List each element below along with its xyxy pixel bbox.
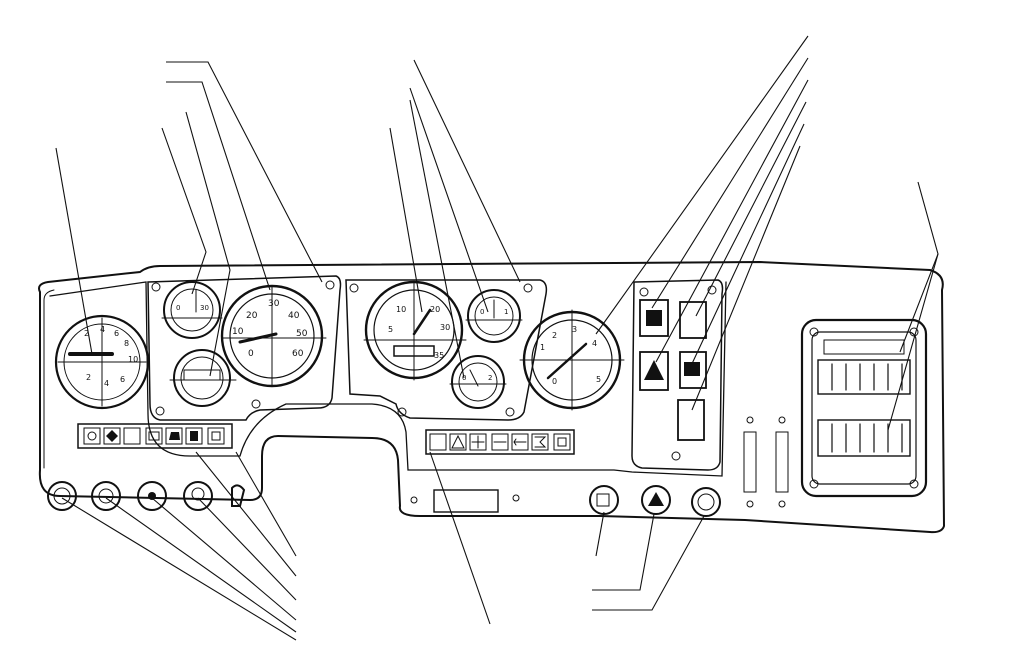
gauge-small-bottom-1 — [169, 349, 237, 407]
speedometer: 20 30 10 40 0 50 60 — [220, 284, 327, 388]
right-switch-housing — [631, 279, 724, 471]
tacho-tick: 20 — [430, 305, 440, 314]
tacho-tick: 5 — [388, 325, 393, 334]
gauge-right-tick: 5 — [596, 375, 601, 384]
gauge-left-large: 2 4 6 8 10 6 4 2 — [54, 314, 150, 410]
gauge-left-tick: 4 — [100, 325, 105, 334]
center-cluster-housing — [345, 279, 548, 421]
gauge-right-tick: 1 — [540, 343, 545, 352]
gauge-left-tick: 10 — [128, 355, 138, 364]
gauge-right-tick: 4 — [592, 339, 597, 348]
center-lamp-strip — [425, 429, 575, 455]
gauge-left-tick: 6 — [114, 329, 119, 338]
switch-panel — [639, 299, 707, 441]
gauge-right-tick: 2 — [552, 331, 557, 340]
gauge-tick: 2 — [488, 374, 492, 382]
gauge-left-tick: 2 — [84, 329, 89, 338]
gauge-small-bottom-2: 0 2 — [449, 355, 507, 409]
gauge-right-tick: 0 — [552, 377, 557, 386]
gauge-small-top-1: 0 30 — [161, 281, 223, 339]
tacho-tick: 10 — [396, 305, 406, 314]
tacho-tick: 30 — [440, 323, 450, 332]
speedo-tick: 40 — [288, 311, 300, 321]
left-cluster-housing — [147, 275, 342, 421]
gauge-right-large: 2 3 4 5 1 0 — [519, 309, 625, 411]
screw — [512, 494, 520, 502]
gauge-left-tick: 8 — [124, 339, 129, 348]
fuse-box — [800, 318, 928, 498]
speedo-tick: 30 — [268, 299, 280, 309]
left-lamp-strip — [77, 423, 233, 449]
gauge-tick: 0 — [480, 308, 484, 316]
speedo-tick: 20 — [246, 311, 258, 321]
gauge-tick: 30 — [200, 304, 209, 312]
gauge-tick: 0 — [176, 304, 180, 312]
speedo-tick: 10 — [232, 327, 244, 337]
gauge-right-tick: 3 — [572, 325, 577, 334]
speedo-tick: 50 — [296, 329, 308, 339]
gauge-small-top-2: 0 1 — [465, 289, 523, 343]
blank-plate — [433, 489, 499, 513]
tachometer: 10 20 30 5 35 — [363, 280, 467, 381]
speedo-tick: 60 — [292, 349, 304, 359]
slot-indicators — [743, 416, 789, 508]
tacho-tick: 35 — [434, 351, 444, 360]
speedo-tick: 0 — [248, 349, 254, 359]
leader-lines — [55, 35, 939, 641]
screw — [410, 496, 418, 504]
right-knobs — [589, 485, 721, 517]
left-knobs — [47, 481, 246, 511]
panel-body — [38, 260, 946, 534]
gauge-left-tick: 4 — [104, 379, 109, 388]
gauge-left-tick: 2 — [86, 373, 91, 382]
gauge-tick: 0 — [462, 374, 466, 382]
gauge-tick: 1 — [504, 308, 508, 316]
gauge-left-tick: 6 — [120, 375, 125, 384]
